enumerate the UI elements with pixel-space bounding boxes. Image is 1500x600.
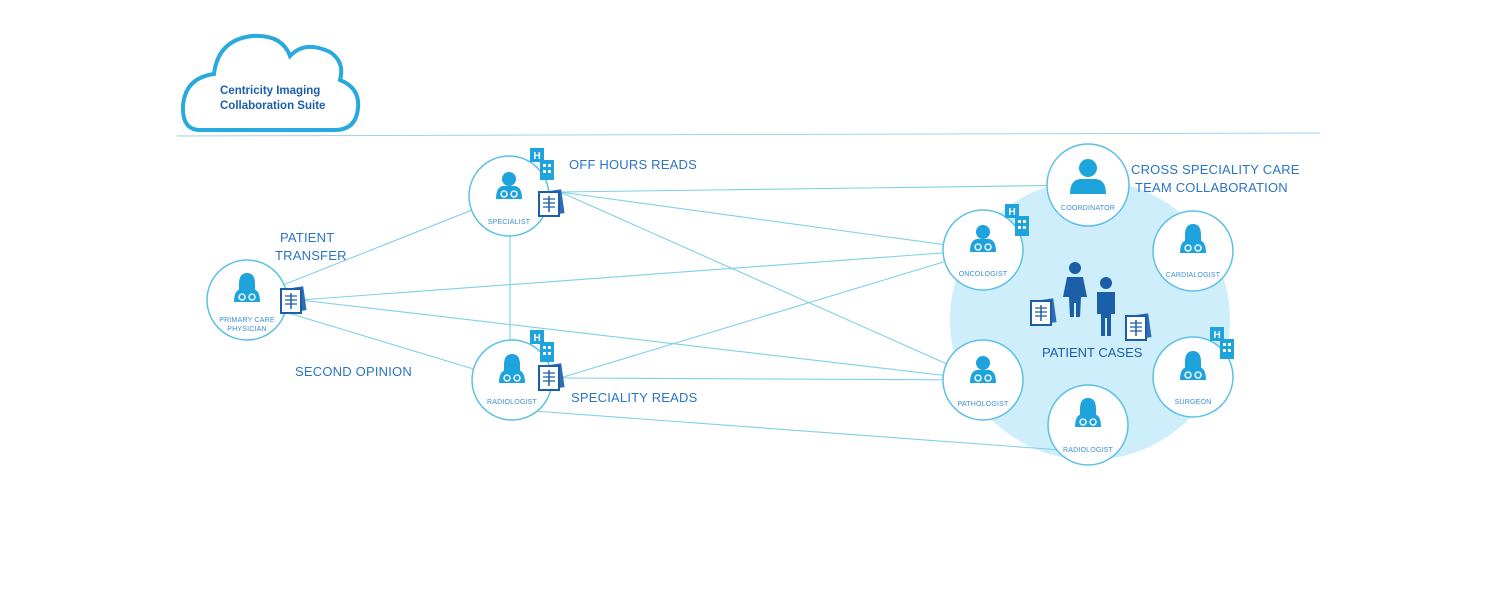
- brand-cloud: Centricity Imaging Collaboration Suite: [180, 33, 361, 132]
- label-transfer: TRANSFER: [275, 248, 347, 263]
- node-label: PHYSICIAN: [227, 326, 267, 333]
- header-divider: [176, 132, 1321, 137]
- label-second-opinion: SECOND OPINION: [295, 364, 412, 379]
- connection-lines: [244, 184, 1089, 453]
- node-surgeon[interactable]: SURGEON: [1152, 327, 1234, 418]
- node-label: RADIOLOGIST: [1063, 447, 1114, 454]
- node-label: CARDIALOGIST: [1166, 272, 1221, 279]
- node-label: RADIOLOGIST: [487, 399, 538, 406]
- node-label: COORDINATOR: [1061, 205, 1115, 212]
- node-specialist[interactable]: SPECIALIST: [468, 148, 566, 237]
- patient-figures-icon: [1030, 262, 1153, 341]
- label-patient-cases: PATIENT CASES: [1042, 345, 1143, 360]
- node-label: SURGEON: [1175, 399, 1212, 406]
- node-label: SPECIALIST: [488, 219, 531, 226]
- label-team-collaboration: TEAM COLLABORATION: [1135, 180, 1288, 195]
- label-speciality-reads: SPECIALITY READS: [571, 390, 698, 405]
- label-patient: PATIENT: [280, 230, 334, 245]
- node-radiologist-right[interactable]: RADIOLOGIST: [1047, 384, 1129, 466]
- node-oncologist[interactable]: ONCOLOGIST: [942, 204, 1029, 291]
- label-cross-speciality: CROSS SPECIALITY CARE: [1131, 162, 1300, 177]
- node-radiologist-left[interactable]: RADIOLOGIST: [471, 330, 566, 421]
- node-pathologist[interactable]: PATHOLOGIST: [942, 339, 1024, 421]
- node-label: PATHOLOGIST: [958, 401, 1009, 408]
- node-label: ONCOLOGIST: [959, 271, 1008, 278]
- node-primary-care-physician[interactable]: PRIMARY CARE PHYSICIAN: [206, 259, 308, 341]
- node-label: PRIMARY CARE: [219, 317, 275, 324]
- node-cardialogist[interactable]: CARDIALOGIST: [1152, 210, 1234, 292]
- brand-line-1: Centricity Imaging: [220, 85, 320, 97]
- node-coordinator[interactable]: COORDINATOR: [1046, 143, 1130, 227]
- label-off-hours-reads: OFF HOURS READS: [569, 157, 697, 172]
- brand-line-2: Collaboration Suite: [220, 100, 325, 112]
